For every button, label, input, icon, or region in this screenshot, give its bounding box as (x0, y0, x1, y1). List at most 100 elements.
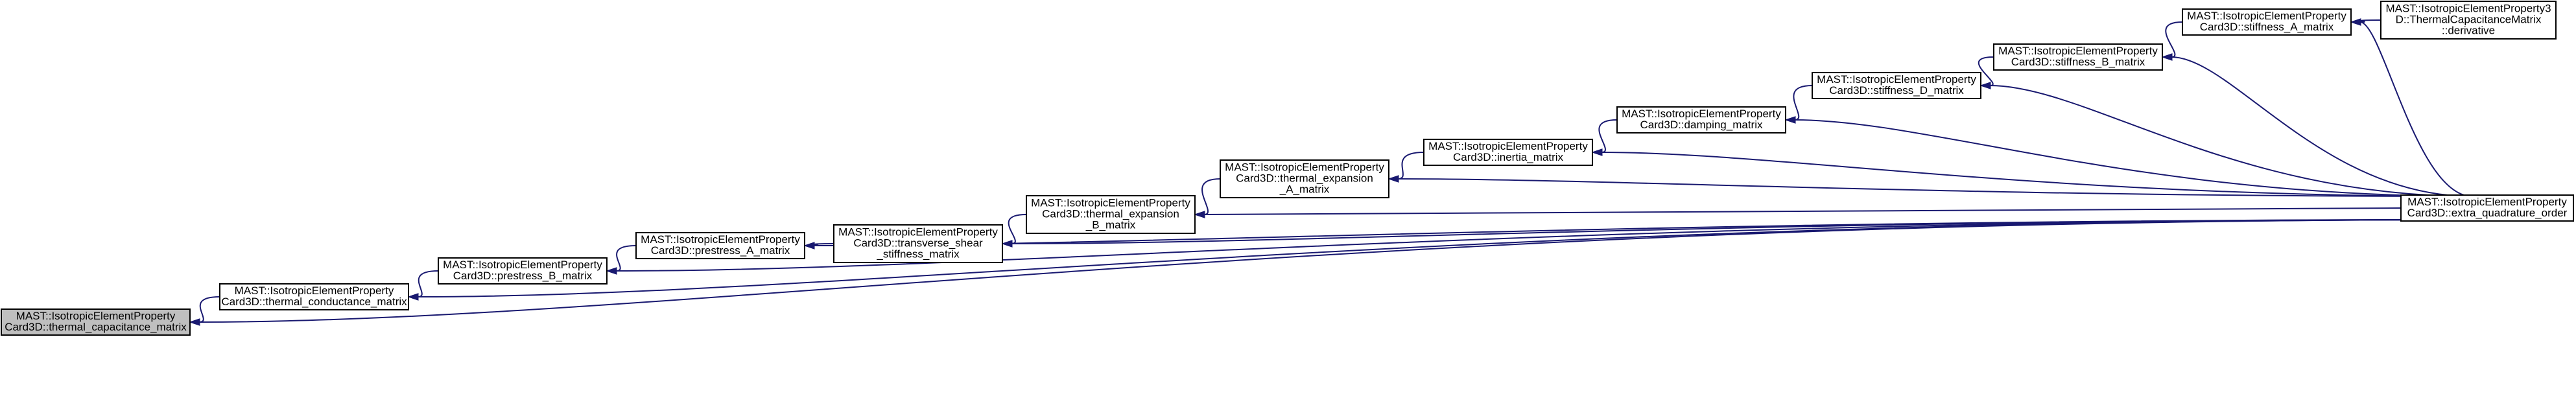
edge-arrowhead (606, 267, 617, 275)
edge-line (615, 245, 637, 272)
node-prestress-a-matrix[interactable]: MAST::IsotropicElementPropertyCard3D::pr… (635, 232, 805, 259)
edge-line (417, 270, 439, 297)
node-transverse-shear-stiffness-matrix[interactable]: MAST::IsotropicElementPropertyCard3D::tr… (833, 224, 1003, 263)
edge-line (198, 296, 220, 323)
edge-extra-quadrature-order-to-thermal-expansion-a-matrix (1388, 175, 2473, 197)
node-stiffness-d-matrix[interactable]: MAST::IsotropicElementPropertyCard3D::st… (1812, 72, 1981, 99)
edge-line (1989, 85, 2473, 197)
edge-arrowhead (189, 318, 200, 326)
edge-line (1793, 85, 1813, 121)
node-label-line: _stiffness_matrix (876, 248, 960, 261)
node-label-line: Card3D::stiffness_A_matrix (2200, 21, 2334, 33)
edge-line (1598, 119, 1618, 153)
edge-thermal-expansion-b-matrix-to-transverse-shear-stiffness-matrix (1001, 214, 1027, 248)
node-thermal-expansion-a-matrix[interactable]: MAST::IsotropicElementPropertyCard3D::th… (1220, 159, 1389, 198)
node-label-line: MAST::IsotropicElementProperty (838, 226, 998, 238)
edge-arrowhead (2161, 53, 2173, 61)
edge-line (1601, 152, 2473, 197)
node-label-line: MAST::IsotropicElementProperty (1622, 108, 1781, 120)
node-extra-quadrature-order[interactable]: MAST::IsotropicElementPropertyCard3D::ex… (2400, 194, 2574, 222)
node-label-line: D::ThermalCapacitanceMatrix (2396, 14, 2542, 26)
edge-arrowhead (1001, 240, 1013, 248)
node-thermal-capacitance-matrix-derivative[interactable]: MAST::IsotropicElementProperty3D::Therma… (2380, 1, 2557, 40)
node-box (219, 283, 409, 310)
edge-line (1203, 207, 2402, 215)
edge-arrowhead (2350, 18, 2361, 26)
edge-arrowhead (1784, 116, 1796, 124)
node-label-line: MAST::IsotropicElementProperty (641, 233, 800, 246)
nodes-layer: MAST::IsotropicElementPropertyCard3D::th… (1, 1, 2574, 336)
node-box (2380, 1, 2557, 40)
node-box (438, 257, 608, 285)
edge-arrowhead (1194, 211, 1205, 218)
node-label-line: MAST::IsotropicElementProperty (1031, 197, 1190, 209)
node-thermal-conductance-matrix[interactable]: MAST::IsotropicElementPropertyCard3D::th… (219, 283, 409, 310)
node-box (1220, 159, 1389, 198)
edge-line (1397, 152, 1424, 180)
node-label-line: Card3D::thermal_conductance_matrix (221, 296, 407, 308)
edge-line (2359, 21, 2473, 197)
node-label-line: MAST::IsotropicElementProperty (1998, 45, 2158, 57)
node-label-line: MAST::IsotropicElementProperty (2187, 10, 2346, 22)
edge-damping-matrix-to-inertia-matrix (1591, 119, 1618, 156)
edge-arrowhead (407, 293, 419, 301)
node-stiffness-b-matrix[interactable]: MAST::IsotropicElementPropertyCard3D::st… (1993, 43, 2163, 71)
node-box (2182, 8, 2352, 36)
node-label-line: Card3D::inertia_matrix (1453, 151, 1564, 163)
edge-line (1397, 178, 2473, 197)
edge-line (1794, 119, 2473, 197)
node-damping-matrix[interactable]: MAST::IsotropicElementPropertyCard3D::da… (1616, 106, 1786, 134)
edge-arrowhead (1388, 175, 1399, 183)
node-label-line: MAST::IsotropicElementProperty (1817, 73, 1976, 86)
node-prestress-b-matrix[interactable]: MAST::IsotropicElementPropertyCard3D::pr… (438, 257, 608, 285)
edge-line (2171, 56, 2473, 197)
node-inertia-matrix[interactable]: MAST::IsotropicElementPropertyCard3D::in… (1423, 139, 1593, 166)
node-label-line: MAST::IsotropicElementProperty (443, 259, 602, 271)
node-label-line: Card3D::transverse_shear (853, 237, 983, 250)
node-box (833, 224, 1003, 263)
node-label-line: Card3D::extra_quadrature_order (2407, 207, 2568, 219)
edge-line (615, 219, 2473, 272)
node-label-line: MAST::IsotropicElementProperty (2407, 196, 2567, 208)
node-thermal-capacitance-matrix[interactable]: MAST::IsotropicElementPropertyCard3D::th… (1, 308, 191, 336)
node-label-line: _A_matrix (1279, 183, 1330, 196)
node-label-line: Card3D::thermal_capacitance_matrix (5, 321, 187, 333)
node-label-line: MAST::IsotropicElementProperty (1225, 161, 1384, 174)
node-box (635, 232, 805, 259)
node-label-line: ::derivative (2442, 25, 2495, 37)
edge-line (1978, 56, 1994, 86)
edge-arrowhead (803, 242, 815, 250)
node-label-line: MAST::IsotropicElementProperty (16, 310, 176, 322)
edge-line (1201, 178, 1221, 215)
node-label-line: Card3D::thermal_expansion (1042, 208, 1179, 220)
node-stiffness-a-matrix[interactable]: MAST::IsotropicElementPropertyCard3D::st… (2182, 8, 2352, 36)
node-box (2400, 194, 2574, 222)
edge-line (417, 219, 2473, 297)
node-box (1812, 72, 1981, 99)
edge-extra-quadrature-order-to-inertia-matrix (1591, 148, 2473, 197)
node-label-line: Card3D::stiffness_B_matrix (2011, 56, 2145, 68)
node-box (1, 308, 191, 336)
edge-extra-quadrature-order-to-damping-matrix (1784, 116, 2473, 197)
node-box (1993, 43, 2163, 71)
node-label-line: _B_matrix (1085, 219, 1136, 231)
edge-thermal-expansion-a-matrix-to-thermal-expansion-b-matrix (1194, 178, 1221, 218)
node-label-line: Card3D::damping_matrix (1640, 119, 1763, 131)
node-label-line: MAST::IsotropicElementProperty3 (2385, 3, 2551, 15)
node-box (1616, 106, 1786, 134)
node-label-line: Card3D::thermal_expansion (1236, 172, 1373, 185)
node-label-line: Card3D::stiffness_D_matrix (1829, 84, 1964, 97)
edge-line (1011, 219, 2473, 244)
node-label-line: Card3D::prestress_A_matrix (651, 244, 790, 257)
edge-extra-quadrature-order-to-transverse-shear-stiffness-matrix (1001, 219, 2473, 248)
edge-line (1008, 214, 1027, 244)
edge-arrowhead (1979, 82, 1991, 89)
edge-line (2359, 19, 2381, 23)
edge-extra-quadrature-order-to-thermal-conductance-matrix (407, 219, 2473, 301)
node-label-line: MAST::IsotropicElementProperty (235, 285, 394, 297)
edge-extra-quadrature-order-to-stiffness-b-matrix (2161, 53, 2473, 197)
edge-line (2165, 21, 2183, 58)
node-thermal-expansion-b-matrix[interactable]: MAST::IsotropicElementPropertyCard3D::th… (1026, 195, 1196, 234)
edge-extra-quadrature-order-to-stiffness-d-matrix (1979, 82, 2473, 197)
